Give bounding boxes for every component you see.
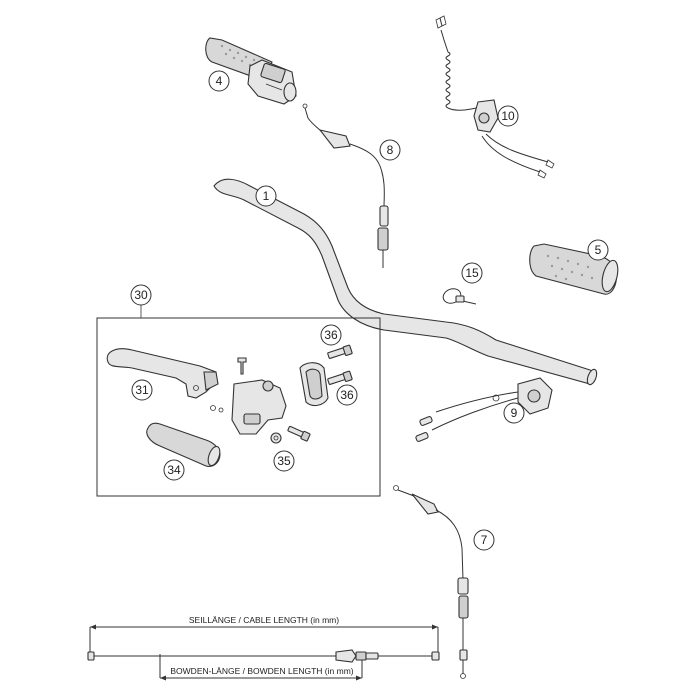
callout-31-label: 31 (135, 383, 149, 397)
callout-10: 10 (497, 105, 519, 127)
callout-15: 15 (461, 262, 483, 284)
throttle-cable (302, 103, 389, 268)
bowden-length-label: BOWDEN-LÄNGE / BOWDEN LENGTH (in mm) (170, 666, 353, 676)
clutch-cable (393, 485, 469, 679)
callout-36-lower: 36 (336, 384, 358, 406)
handlebar (213, 178, 598, 386)
kill-switch-lanyard (435, 15, 555, 179)
callout-4: 4 (208, 70, 230, 92)
callout-7-label: 7 (481, 533, 488, 547)
clutch-lever-assembly (96, 305, 381, 497)
callout-36-upper-label: 36 (324, 328, 338, 342)
cable-length-label: SEILLÄNGE / CABLE LENGTH (in mm) (189, 615, 339, 625)
callout-35: 35 (273, 450, 295, 472)
throttle-grip-assembly (205, 37, 297, 105)
callout-36-upper: 36 (320, 324, 342, 346)
clutch-lever (106, 348, 217, 399)
callout-8: 8 (379, 139, 401, 161)
callout-1: 1 (255, 185, 277, 207)
cable-tie (442, 288, 477, 305)
callout-5: 5 (587, 239, 609, 261)
callout-36-lower-label: 36 (340, 388, 354, 402)
callout-1-label: 1 (263, 189, 270, 203)
handlebar-switch (415, 377, 553, 442)
callout-5-label: 5 (595, 243, 602, 257)
callout-4-label: 4 (216, 74, 223, 88)
clamp-bolt-lower (327, 370, 353, 385)
callout-8-label: 8 (387, 143, 394, 157)
callout-30: 30 (130, 284, 152, 306)
clamp-bolt-upper (327, 344, 353, 359)
callout-9-label: 9 (511, 406, 518, 420)
callout-35-label: 35 (277, 454, 291, 468)
callout-34: 34 (163, 459, 185, 481)
callout-7: 7 (473, 529, 495, 551)
callout-31: 31 (131, 379, 153, 401)
cable-length-legend (87, 624, 440, 681)
callout-9: 9 (503, 402, 525, 424)
callout-15-label: 15 (465, 266, 479, 280)
callout-30-label: 30 (134, 288, 148, 302)
callout-10-label: 10 (501, 109, 515, 123)
callout-34-label: 34 (167, 463, 181, 477)
